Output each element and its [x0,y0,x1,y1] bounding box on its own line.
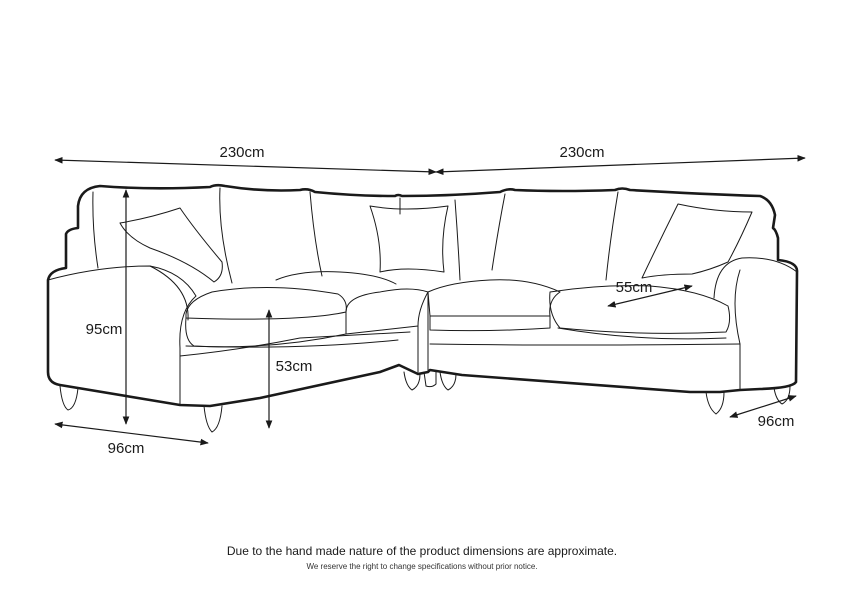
label-right-depth: 96cm [758,413,795,430]
label-right-width: 230cm [559,144,604,161]
arrow-left-depth [54,421,209,446]
label-seat-depth: 55cm [616,279,653,296]
label-seat-height: 53cm [276,358,313,375]
arrow-seat-depth [607,284,693,308]
label-left-depth: 96cm [108,440,145,457]
sofa-silhouette [46,183,799,408]
arrow-right-width [435,154,806,176]
label-left-width: 230cm [219,144,264,161]
arrow-right-depth [729,395,797,418]
arrow-left-width [54,156,437,176]
specification-notice: We reserve the right to change specifica… [306,562,538,571]
label-height: 95cm [86,321,123,338]
disclaimer-notice: Due to the hand made nature of the produ… [226,544,618,558]
sofa-details [47,187,798,433]
dimension-arrows [54,154,806,446]
